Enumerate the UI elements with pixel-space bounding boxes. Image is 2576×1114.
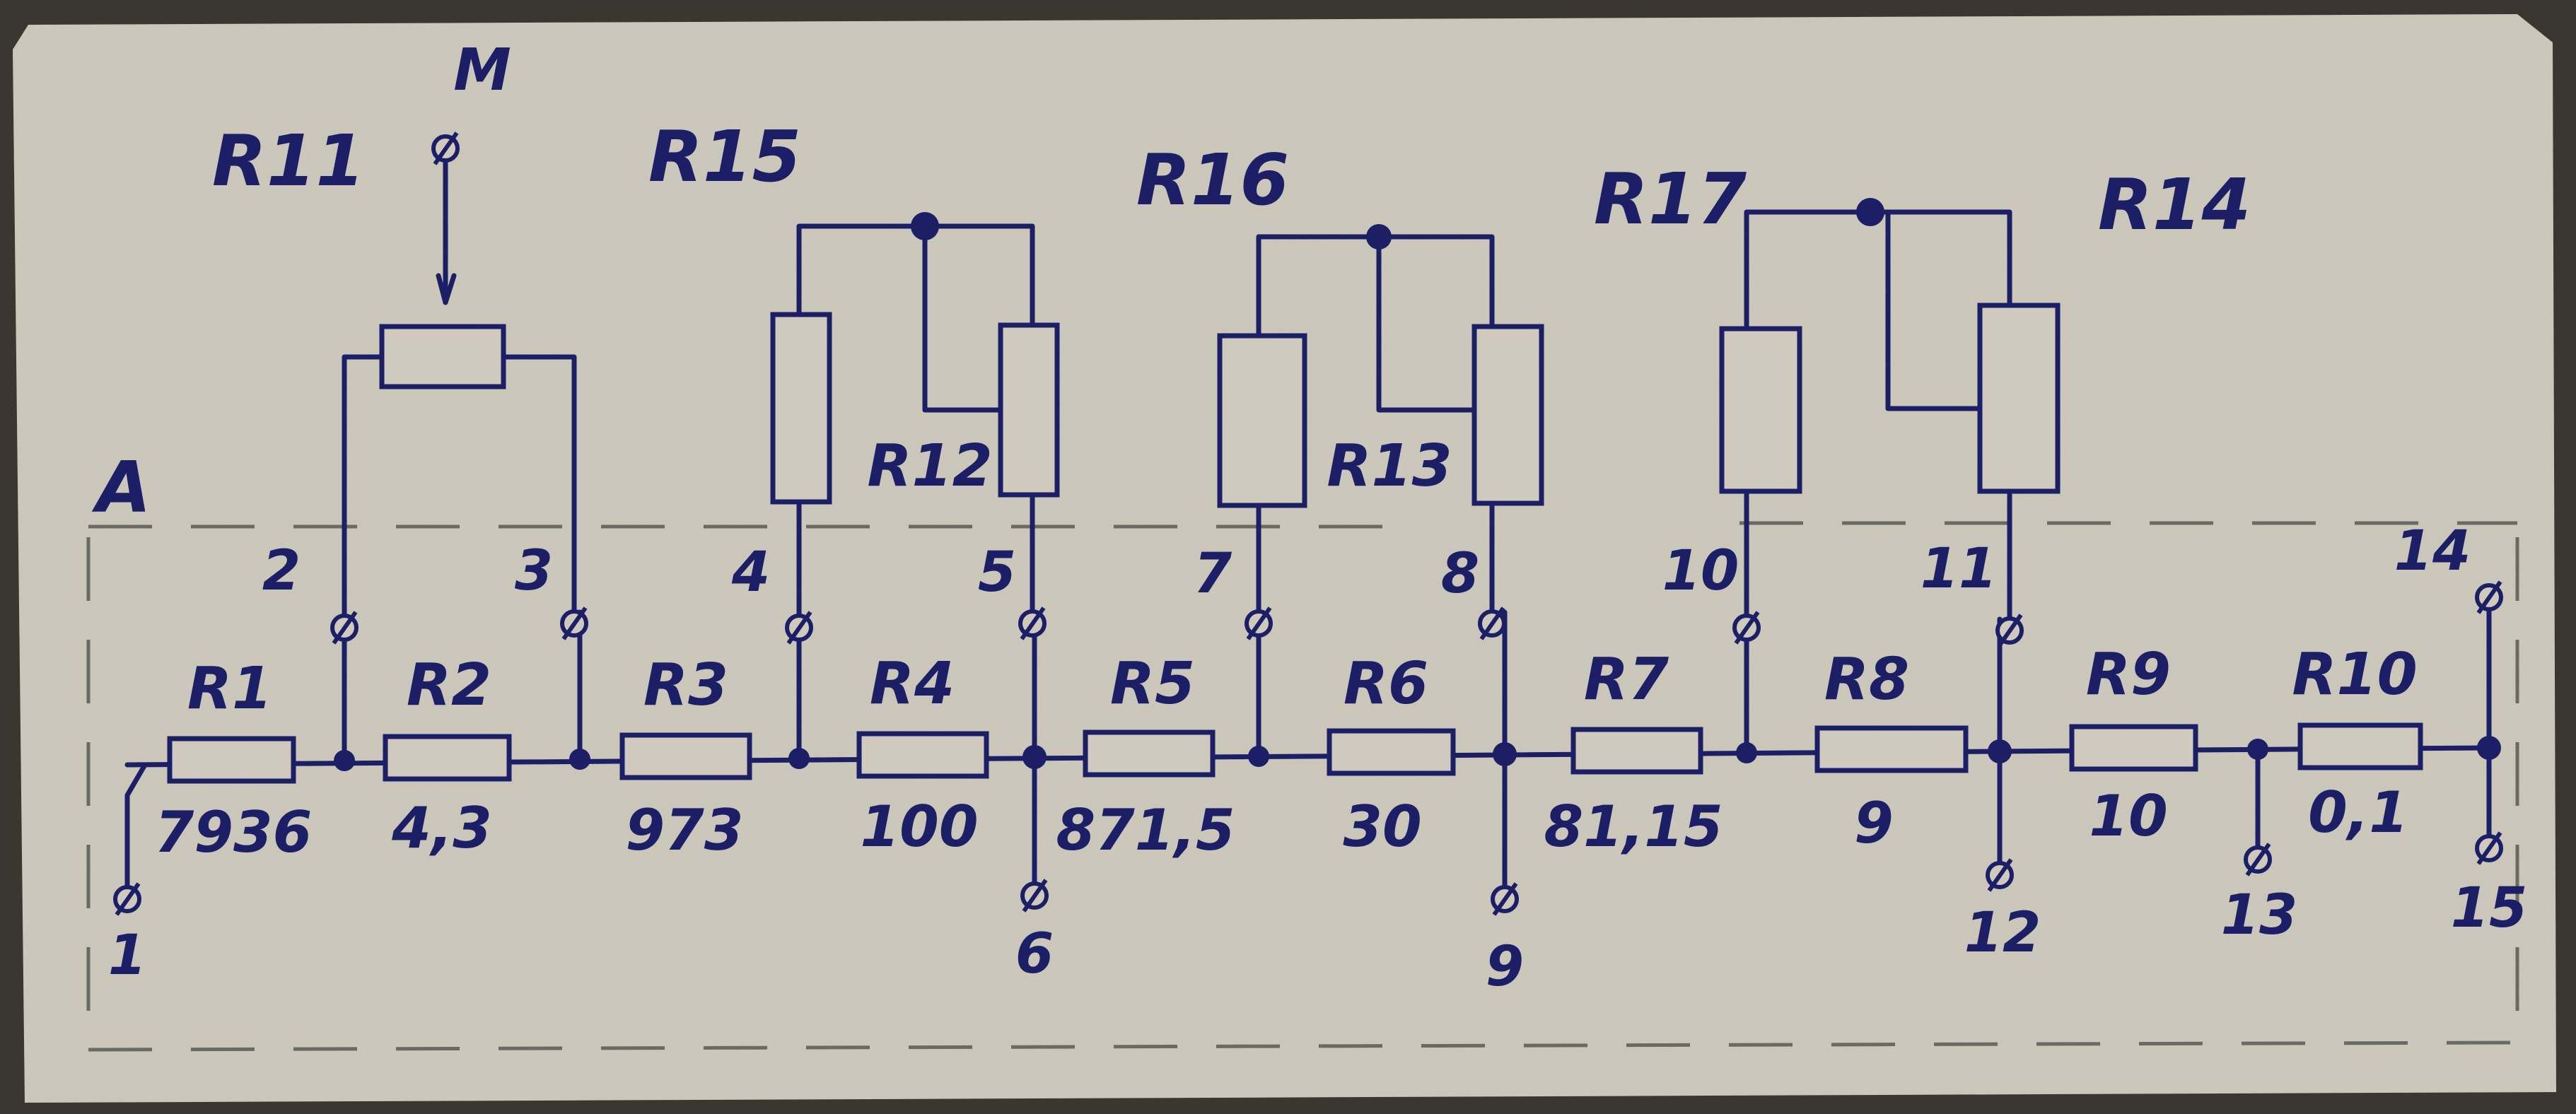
pin-1: [113, 882, 141, 916]
terminal-10-label: 10: [1662, 539, 1739, 603]
resistor-r1-body: [167, 736, 296, 784]
pin-5: [1018, 606, 1047, 640]
resistor-r4-body: [856, 731, 989, 779]
resistor-r2-label: R2: [406, 652, 492, 719]
resistor-r8-label: R8: [1824, 646, 1910, 713]
series-resistors: [167, 722, 2423, 784]
pin-9: [1491, 882, 1519, 916]
resistor-r1-value: 7936: [154, 799, 313, 865]
resistor-r9-label: R9: [2085, 641, 2172, 708]
section-label: A: [96, 446, 151, 529]
terminal-14-label: 14: [2394, 520, 2471, 583]
pin-14: [2475, 580, 2503, 614]
resistor-r2-value: 4,3: [392, 795, 492, 861]
resistor-r5-body: [1083, 729, 1216, 778]
resistor-r14-body: [1977, 303, 2061, 494]
resistor-r6-label: R6: [1343, 650, 1429, 717]
resistor-r15-body: [770, 312, 832, 505]
resistor-r7-label: R7: [1583, 646, 1669, 713]
pin-11: [1995, 614, 2024, 647]
resistor-r10-label: R10: [2292, 641, 2418, 708]
terminal-8-label: 8: [1440, 542, 1480, 606]
pin-7: [1245, 606, 1273, 640]
pin-13: [2244, 843, 2272, 876]
resistor-r1-label: R1: [187, 655, 273, 722]
terminal-13-label: 13: [2220, 884, 2298, 947]
pencil-border: [86, 521, 2519, 1052]
resistor-r8-value: 9: [1854, 790, 1894, 856]
terminal-6-label: 6: [1015, 922, 1054, 986]
pin-10: [1732, 611, 1761, 645]
terminal-7-label: 7: [1193, 542, 1232, 606]
resistor-r3-value: 973: [625, 797, 744, 863]
resistor-r9-body: [2069, 724, 2198, 772]
resistor-r11-body: [379, 324, 506, 389]
resistor-r10-value: 0,1: [2308, 780, 2408, 845]
resistor-r4-value: 100: [860, 794, 979, 860]
resistor-r11-label: R11: [211, 119, 366, 202]
terminal-12-label: 12: [1964, 901, 2041, 965]
terminal-11-label: 11: [1920, 537, 1998, 601]
resistor-r10-body: [2297, 722, 2423, 770]
resistor-r3-body: [619, 732, 752, 780]
resistor-r16-label: R16: [1136, 139, 1290, 221]
terminal-4-label: 4: [731, 541, 771, 604]
pin-12: [1986, 858, 2014, 892]
resistor-r7-body: [1570, 727, 1703, 775]
resistor-r9-value: 10: [2089, 783, 2168, 849]
terminal-9-label: 9: [1485, 935, 1525, 999]
pin-m: [431, 131, 460, 165]
terminal-3-label: 3: [514, 539, 554, 603]
resistor-r3-label: R3: [643, 652, 729, 719]
resistor-r6-value: 30: [1343, 794, 1422, 860]
resistor-r6-body: [1327, 728, 1456, 776]
resistor-r16-body: [1217, 333, 1307, 508]
pin-6: [1020, 879, 1049, 913]
terminal-pins: [113, 131, 2503, 916]
terminal-15-label: 15: [2450, 876, 2528, 940]
terminal-2-label: 2: [262, 539, 301, 603]
resistor-r8-body: [1814, 725, 1969, 773]
resistor-r15-label: R15: [648, 115, 802, 198]
resistor-r14-label: R14: [2097, 163, 2251, 246]
pin-4: [785, 611, 813, 645]
terminal-1-label: 1: [107, 924, 147, 987]
pin-2: [330, 611, 359, 645]
resistor-r17-label: R17: [1593, 158, 1747, 240]
resistor-r4-label: R4: [869, 650, 955, 717]
resistor-r17-body: [1719, 326, 1802, 494]
resistor-r5-value: 871,5: [1056, 797, 1235, 863]
upper-resistors: [379, 303, 2061, 508]
pin-8: [1478, 606, 1506, 640]
pin-3: [560, 606, 588, 640]
terminal-m-label: M: [453, 37, 511, 104]
resistor-r12-body: [998, 322, 1060, 498]
terminal-5-label: 5: [977, 541, 1017, 604]
resistor-r13-body: [1471, 324, 1544, 506]
pin-15: [2475, 831, 2503, 865]
resistor-r13-label: R13: [1327, 433, 1452, 500]
resistor-r2-body: [383, 734, 512, 782]
resistor-r5-label: R5: [1109, 650, 1196, 717]
resistor-r12-label: R12: [867, 433, 993, 500]
resistor-r7-value: 81,15: [1544, 794, 1723, 860]
junction-dots: [334, 198, 2501, 771]
